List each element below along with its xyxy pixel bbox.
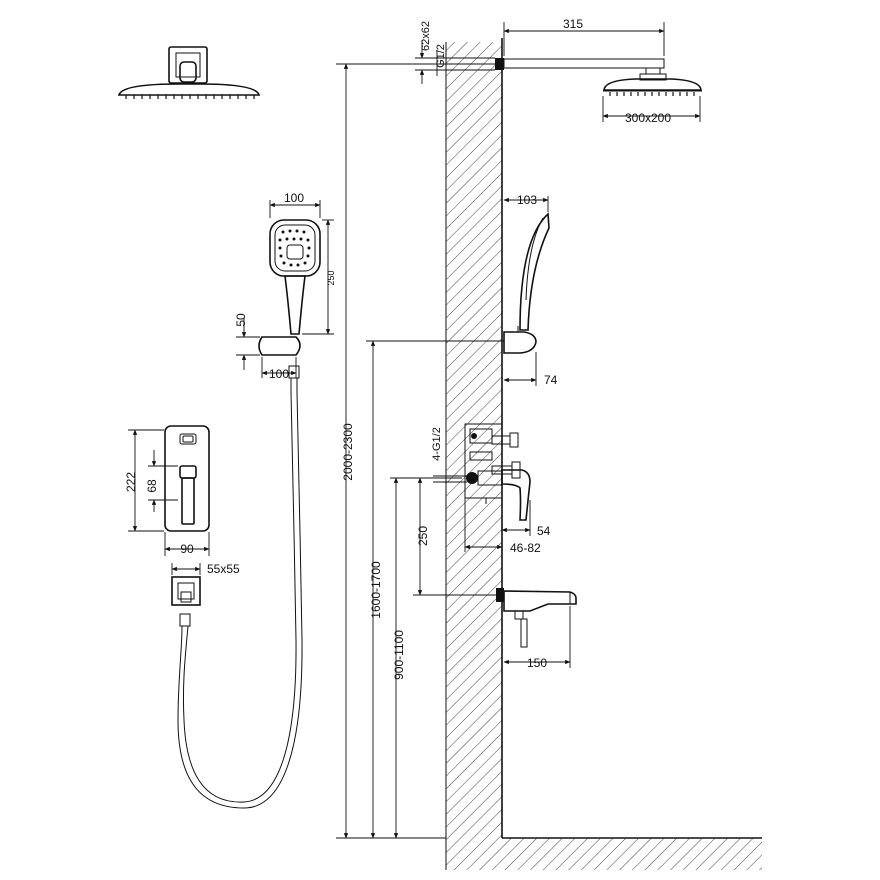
overhead-shower-side xyxy=(495,58,702,96)
dim-label-head-height: 2000-2300 xyxy=(341,423,355,481)
rain-head-top xyxy=(117,83,261,96)
ceiling-flange-front xyxy=(168,46,208,84)
dim-label-valve-to-spout: 250 xyxy=(416,526,430,546)
dim-label-hand-length: 250 xyxy=(326,270,336,285)
dim-label-holder-height: 50 xyxy=(234,313,248,327)
dimension-plate-width: 90 xyxy=(164,532,210,556)
rain-head-front-nozzles xyxy=(125,95,255,99)
dimension-spout-height: 900-1100 xyxy=(390,477,413,839)
rain-head-front xyxy=(117,46,261,99)
dimension-hand-width: 100 xyxy=(269,191,321,218)
hand-shower-side xyxy=(503,212,550,354)
dim-label-outlet-box: 55x55 xyxy=(207,562,240,576)
dim-label-lever-height: 68 xyxy=(145,479,159,493)
dim-label-hand-width: 100 xyxy=(284,191,304,205)
arm-connector xyxy=(639,73,667,81)
wall-hatch xyxy=(446,42,502,838)
arm-joint xyxy=(645,67,661,75)
arm-wall-flange xyxy=(495,58,504,70)
dimension-arm-length: 315 xyxy=(503,17,665,56)
dimension-valve-to-spout: 250 xyxy=(413,477,496,596)
hand-holder-front xyxy=(258,336,301,356)
hose-top-connector xyxy=(288,365,300,379)
outlet-fitting xyxy=(180,591,192,603)
mixer-lever-handle xyxy=(181,477,195,525)
bath-spout-side xyxy=(496,588,577,648)
dim-label-spout-height: 900-1100 xyxy=(392,630,406,680)
dimension-hand-depth: 103 xyxy=(503,193,549,212)
floor-hatch xyxy=(446,838,762,870)
hand-shower-spray-plate xyxy=(274,224,316,272)
hand-shower-nozzles xyxy=(278,229,311,267)
holder-side xyxy=(503,331,537,354)
hand-shower-profile xyxy=(519,212,550,331)
dimension-head-height: 2000-2300 xyxy=(336,63,496,839)
dim-label-head-size: 300x200 xyxy=(625,111,671,125)
dim-label-valve-depth: 46-82 xyxy=(510,541,541,555)
dim-label-arm: 315 xyxy=(563,17,583,31)
dimension-holder-width: 100 xyxy=(261,357,297,381)
dimension-pipe-thread: 62x62 G1/2 xyxy=(415,21,495,84)
wall-section xyxy=(445,38,762,870)
outlet-box-inner xyxy=(177,582,195,600)
valve-middle-block xyxy=(469,451,493,461)
dimension-head-size: 300x200 xyxy=(602,96,701,125)
mixer-valve-side xyxy=(464,423,531,521)
hand-shower-edge xyxy=(525,217,544,301)
dimension-plate-height: 222 xyxy=(124,429,164,532)
dim-label-pipe-size: 62x62 xyxy=(420,21,432,51)
dimension-outlet-box: 55x55 xyxy=(171,562,240,576)
mixer-lever-base xyxy=(179,465,197,479)
dimension-valve-thread: 4-G1/2 xyxy=(431,427,467,483)
valve-cartridge xyxy=(466,472,478,484)
shower-hose xyxy=(177,365,303,809)
dimension-holder-height: 1600-1700 xyxy=(366,340,504,839)
hand-shower-center-zone xyxy=(286,244,304,260)
dim-label-lever-depth: 54 xyxy=(537,524,551,538)
dimension-lever-depth: 54 xyxy=(501,500,551,538)
dim-label-valve-thread: 4-G1/2 xyxy=(431,427,443,461)
mixer-cover-plate xyxy=(164,425,210,532)
dim-label-thread-top: G1/2 xyxy=(435,44,447,68)
dim-label-plate-width: 90 xyxy=(180,542,194,556)
spout-body xyxy=(503,590,577,612)
dimension-spout-length: 150 xyxy=(503,606,571,670)
diverter-button xyxy=(179,433,197,445)
spout-diverter-stem xyxy=(514,610,524,620)
mixer-plate-front xyxy=(164,425,210,532)
spout-diverter-knob xyxy=(520,618,528,648)
diverter-button-inner xyxy=(182,435,194,443)
dim-label-holder-height: 1600-1700 xyxy=(369,561,383,619)
shower-arm xyxy=(503,58,665,69)
hose-bottom-connector xyxy=(179,613,191,627)
dimension-holder-height-front: 50 xyxy=(234,313,260,370)
dim-label-plate-height: 222 xyxy=(124,472,138,492)
valve-top-nut xyxy=(471,433,477,439)
dimension-valve-depth: 46-82 xyxy=(464,498,541,555)
spout-wall-flange xyxy=(496,588,504,602)
dim-label-holder-depth: 74 xyxy=(544,373,558,387)
dim-label-hand-depth: 103 xyxy=(517,193,537,207)
hand-shower-handle xyxy=(284,275,306,335)
dim-label-spout-length: 150 xyxy=(527,656,547,670)
rain-head-nozzles xyxy=(609,92,695,96)
dimension-holder-depth: 74 xyxy=(503,352,558,387)
hand-shower-front xyxy=(258,219,321,356)
dim-label-holder-width: 100 xyxy=(269,367,289,381)
outlet-box xyxy=(171,576,201,606)
dimension-hand-length: 250 xyxy=(302,219,336,335)
valve-body-box xyxy=(464,423,503,499)
flange-inner xyxy=(175,52,201,78)
valve-upper-cap xyxy=(509,432,519,448)
swivel-joint-front xyxy=(179,61,197,83)
dimension-lever-height: 68 xyxy=(145,450,178,512)
outlet-box-front xyxy=(171,576,201,606)
mixer-lever-side xyxy=(501,469,531,521)
rain-head-side xyxy=(603,78,702,91)
